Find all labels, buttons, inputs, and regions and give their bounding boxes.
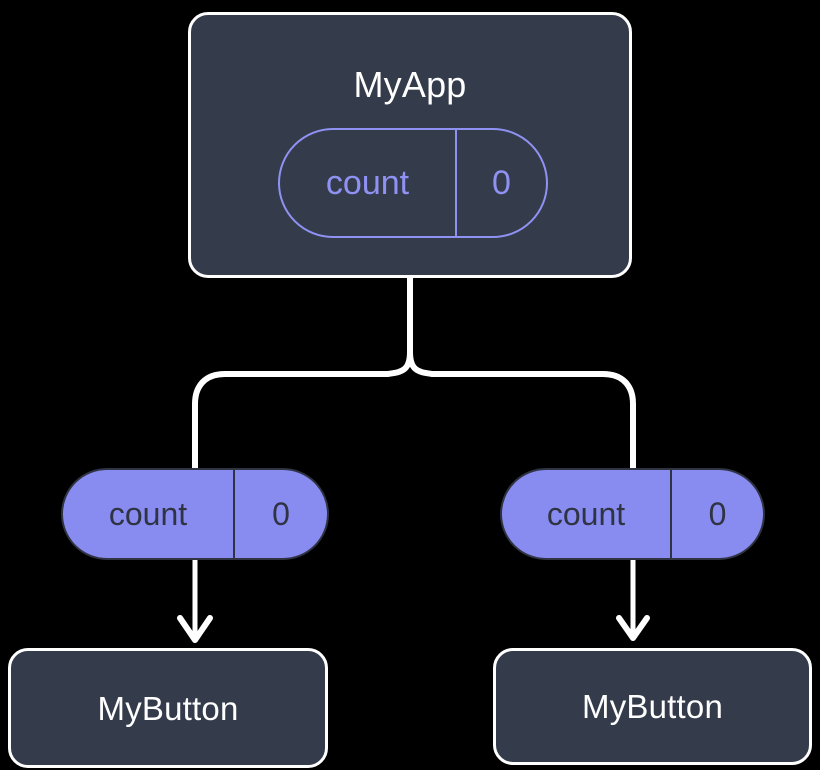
arrow-head-right: [616, 615, 650, 641]
arrow-head-left: [177, 615, 213, 643]
state-pill-myapp[interactable]: count 0: [278, 128, 548, 238]
branch-connector-right: [407, 349, 636, 471]
state-pill-left-key: count: [63, 470, 235, 558]
node-mybutton-left[interactable]: MyButton: [8, 648, 328, 768]
node-mybutton-left-label: MyButton: [97, 689, 239, 727]
state-pill-right-value: 0: [708, 496, 727, 532]
node-myapp[interactable]: MyApp count 0: [188, 12, 632, 278]
state-pill-myapp-key: count: [280, 130, 457, 236]
state-pill-right-key: count: [502, 470, 672, 558]
state-pill-left-value: 0: [272, 496, 290, 532]
branch-connector-left: [192, 349, 413, 471]
state-pill-myapp-value: 0: [492, 164, 511, 202]
node-myapp-label: MyApp: [353, 64, 467, 105]
state-pill-right[interactable]: count 0: [500, 468, 765, 560]
state-pill-left[interactable]: count 0: [61, 468, 329, 560]
node-mybutton-right[interactable]: MyButton: [493, 648, 812, 765]
node-mybutton-right-label: MyButton: [582, 688, 723, 725]
